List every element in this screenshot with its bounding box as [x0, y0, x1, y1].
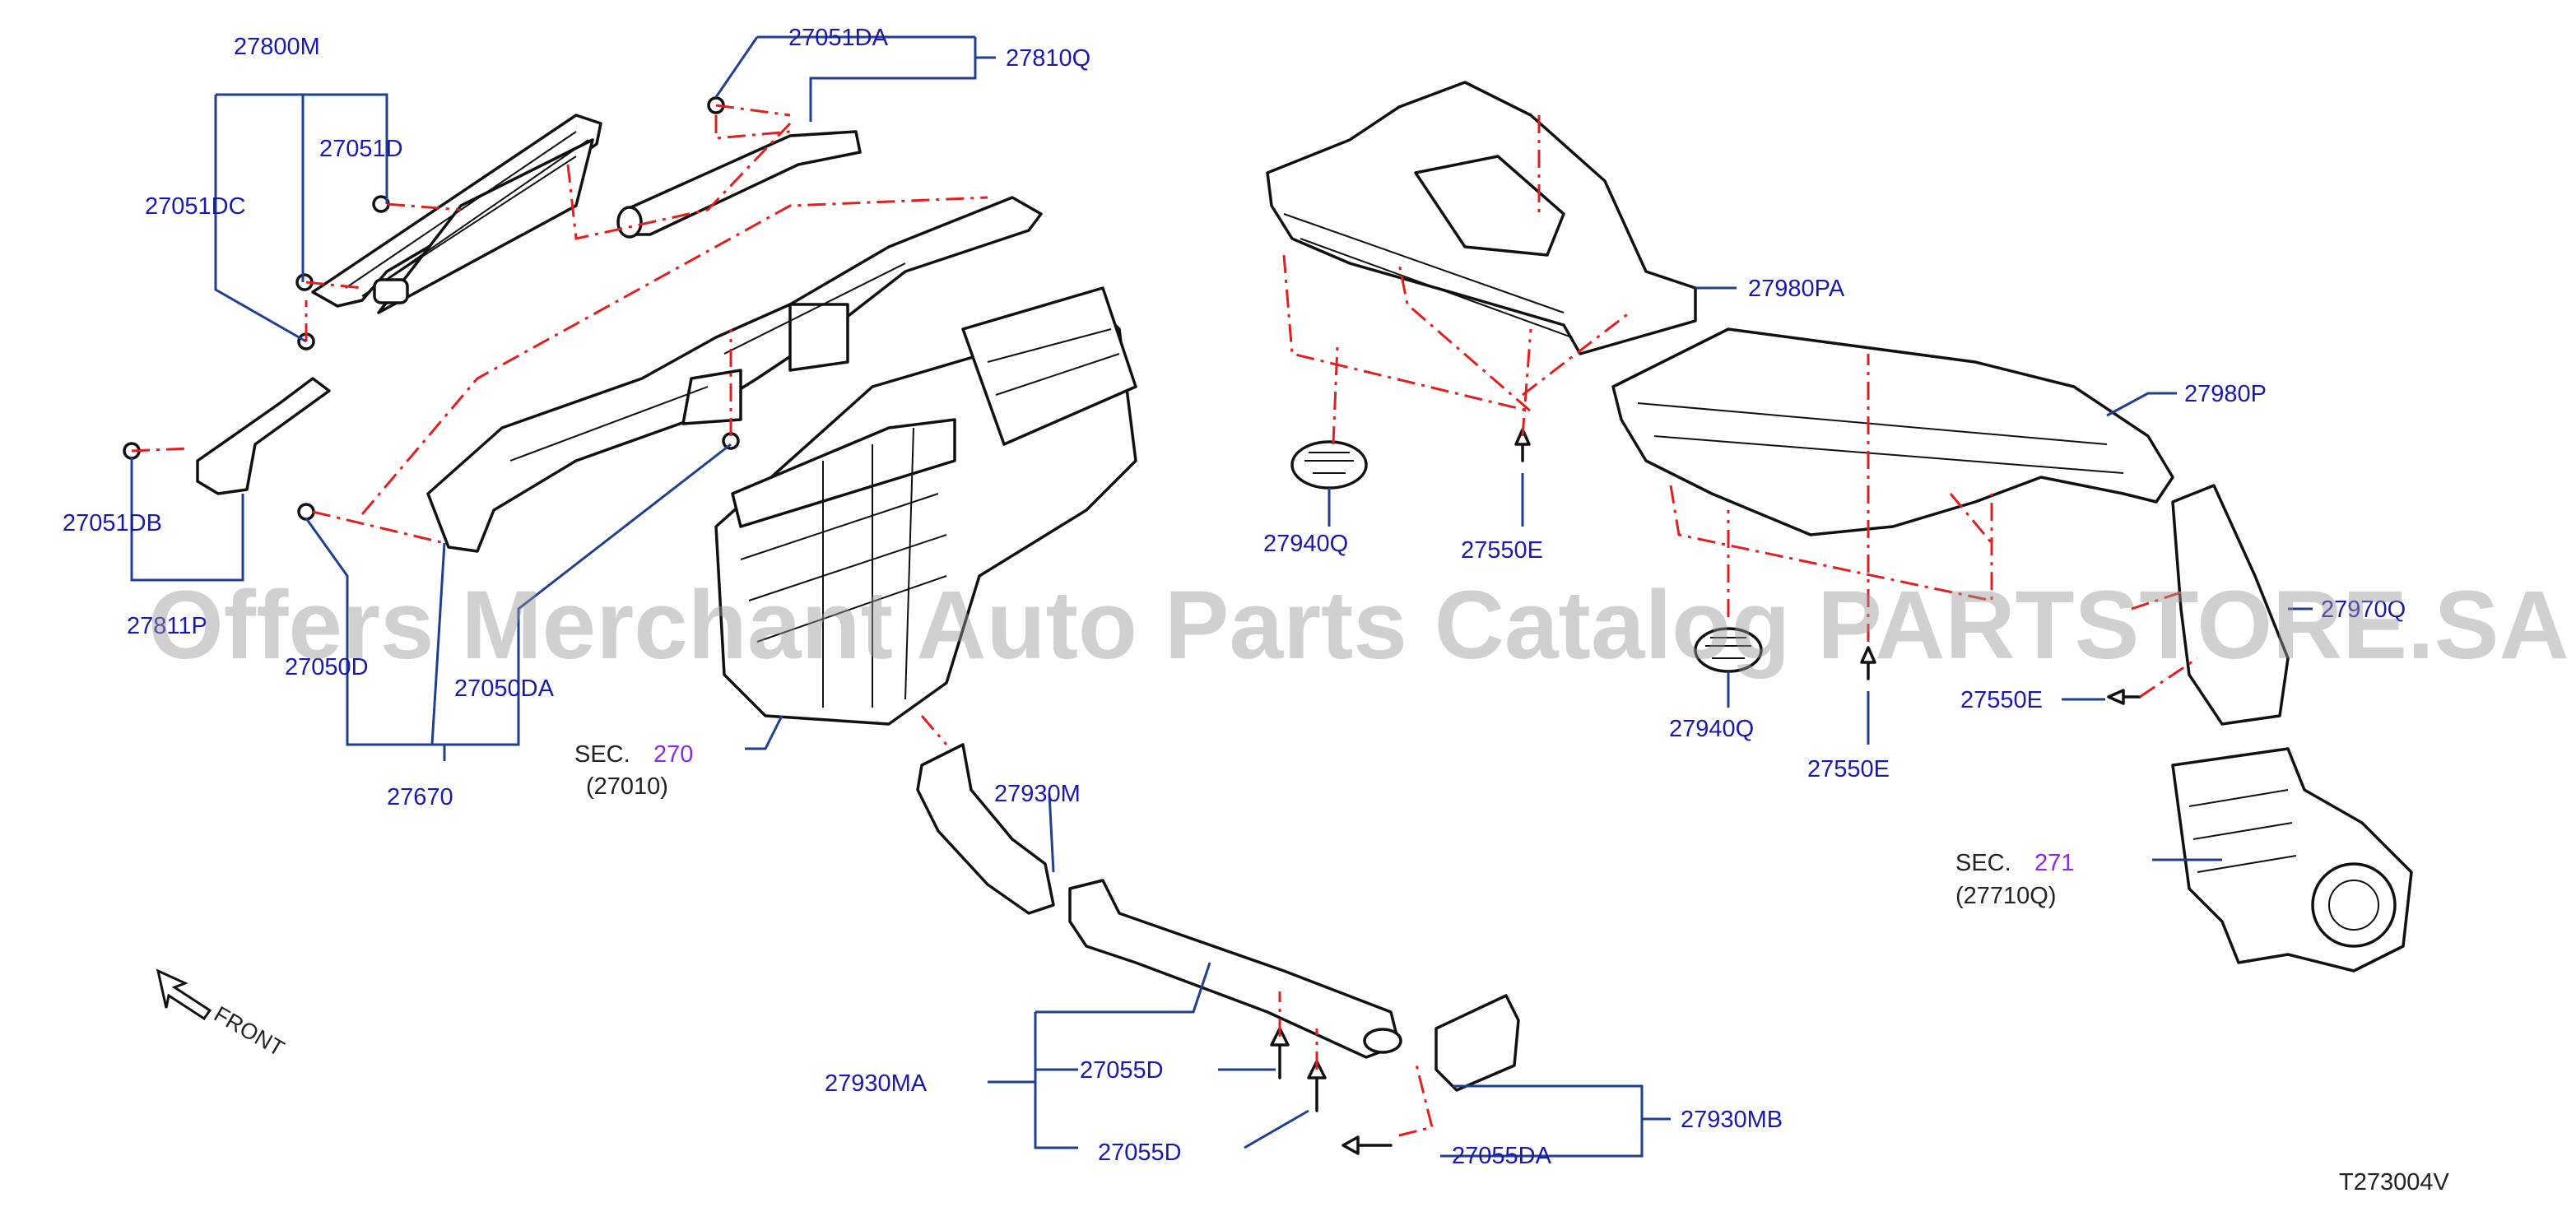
- side-duct-27810Q-part: [616, 130, 862, 239]
- label-27055D-b[interactable]: 27055D: [1098, 1140, 1182, 1166]
- label-27940Q-a[interactable]: 27940Q: [1263, 531, 1348, 557]
- label-27051DC[interactable]: 27051DC: [145, 193, 246, 220]
- label-27550E-c[interactable]: 27550E: [1960, 687, 2043, 713]
- section-references: SEC. 270 (27010) SEC. 271 (27710Q): [574, 741, 2074, 909]
- rear-duct-27930MA-part: [1068, 879, 1402, 1059]
- diagram-code: T273004V: [2339, 1169, 2449, 1195]
- sec271-link[interactable]: 271: [2034, 850, 2074, 876]
- front-direction-indicator: FRONT: [156, 968, 289, 1061]
- floor-duct-27930M-part: [916, 743, 1055, 915]
- sec270-subtitle: (27010): [586, 773, 668, 800]
- label-27970[interactable]: 27970Q: [2321, 597, 2406, 623]
- label-27811P[interactable]: 27811P: [127, 613, 207, 639]
- label-27051DA[interactable]: 27051DA: [788, 25, 889, 51]
- grille-27940Q-a-part: [1290, 440, 1368, 490]
- ventilator-duct-27670-part: [426, 196, 1043, 553]
- part-labels: 27800M 27051D 27051DC 27051DA 27810Q 270…: [63, 25, 2406, 1169]
- label-27050DA[interactable]: 27050DA: [454, 675, 555, 702]
- leader-lines: [130, 35, 2313, 1158]
- label-27980PA[interactable]: 27980PA: [1748, 276, 1845, 302]
- sec271-prefix: SEC.: [1955, 850, 2011, 876]
- front-label: FRONT: [210, 1001, 289, 1061]
- label-27800M[interactable]: 27800M: [234, 34, 320, 60]
- sec270-prefix: SEC.: [574, 741, 630, 768]
- label-27980P[interactable]: 27980P: [2184, 381, 2267, 407]
- label-27930MA[interactable]: 27930MA: [825, 1070, 928, 1097]
- rear-duct-27980PA-part: [1266, 81, 1697, 355]
- rear-duct-27980P-part: [1611, 327, 2174, 536]
- sec270-link[interactable]: 270: [653, 741, 693, 768]
- label-27055DA[interactable]: 27055DA: [1452, 1143, 1552, 1169]
- label-27810Q[interactable]: 27810Q: [1006, 45, 1090, 72]
- sec271-subtitle: (27710Q): [1955, 883, 2057, 909]
- heater-unit-sec270-part: [714, 286, 1137, 726]
- rear-duct-27970Q-part: [2171, 484, 2290, 726]
- label-27051DB[interactable]: 27051DB: [63, 510, 162, 536]
- watermark: Offers Merchant Auto Parts Catalog PARTS…: [148, 571, 2569, 680]
- label-27930MB[interactable]: 27930MB: [1681, 1107, 1783, 1133]
- label-27055D-a[interactable]: 27055D: [1080, 1057, 1164, 1084]
- label-27930M[interactable]: 27930M: [994, 781, 1081, 807]
- blower-unit-sec271-part: [2171, 747, 2413, 973]
- label-27550E-b[interactable]: 27550E: [1807, 756, 1890, 782]
- label-27670[interactable]: 27670: [387, 784, 453, 810]
- label-27550E-a[interactable]: 27550E: [1461, 537, 1543, 564]
- label-27051D[interactable]: 27051D: [319, 136, 403, 162]
- side-duct-27811P-part: [196, 377, 331, 495]
- outlet-27930MB-part: [1434, 994, 1520, 1092]
- label-27940Q-b[interactable]: 27940Q: [1669, 716, 1754, 742]
- label-27050D[interactable]: 27050D: [285, 654, 369, 680]
- dashed-relation-lines: [131, 104, 2198, 1137]
